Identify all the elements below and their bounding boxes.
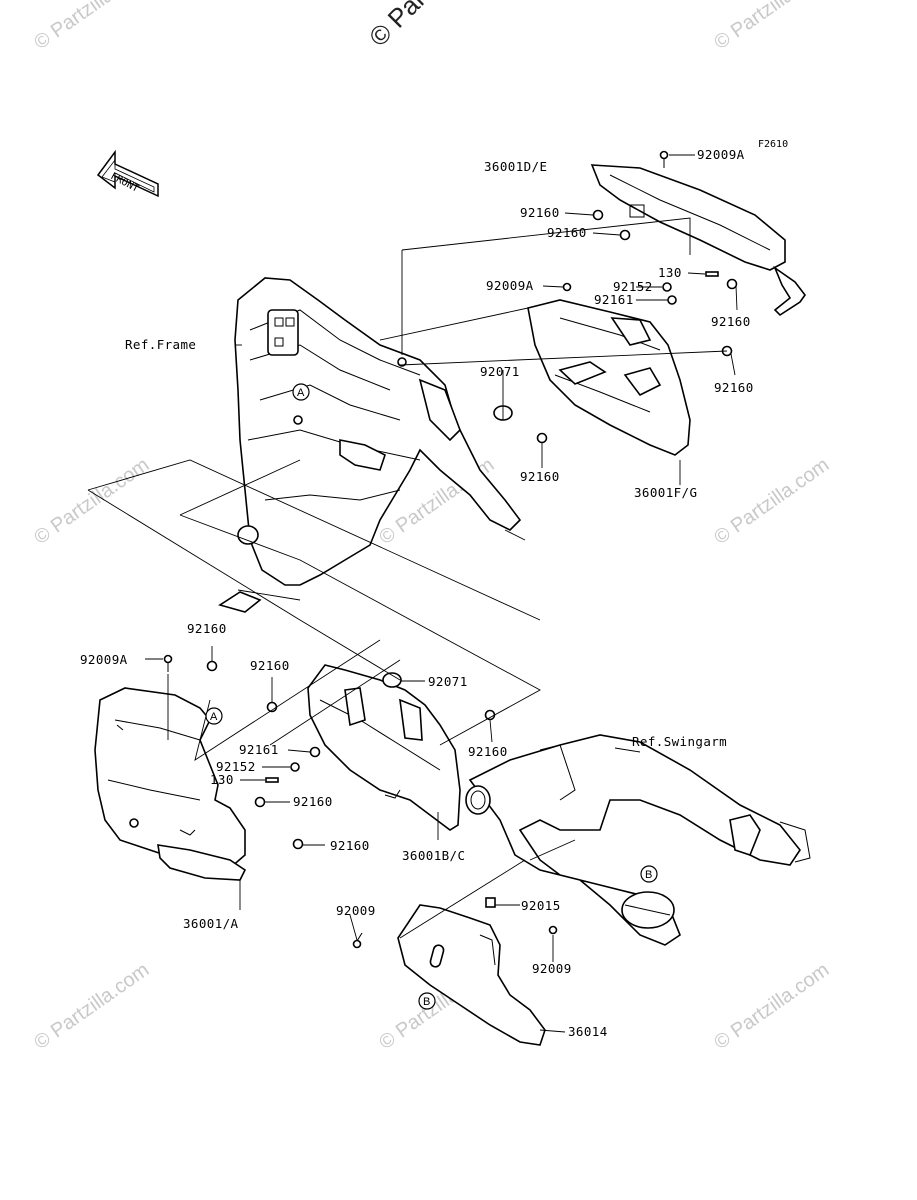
callout-b-label: B	[645, 869, 652, 881]
cover-fg-illustration	[527, 299, 691, 456]
cover-bc-illustration	[307, 664, 461, 831]
bolt-icon	[562, 282, 572, 292]
watermark: © Partzilla.com	[710, 959, 833, 1054]
grommet-icon	[292, 838, 304, 850]
part-label: 92160	[250, 658, 290, 673]
part-label: 92009	[532, 961, 572, 976]
part-label: 92160	[520, 205, 560, 220]
part-label: 92160	[330, 838, 370, 853]
bolt-icon	[548, 925, 558, 935]
grommet-icon	[592, 209, 604, 221]
callout-b-left: B	[418, 992, 436, 1010]
assembly-lines	[87, 217, 728, 939]
part-label: 36014	[568, 1024, 608, 1039]
grommet-icon	[536, 432, 548, 444]
cover-14-illustration	[397, 904, 546, 1046]
part-label: 36001B/C	[402, 848, 465, 863]
part-label: 92160	[468, 744, 508, 759]
nut-icon	[662, 282, 672, 292]
collar-icon	[382, 672, 402, 688]
leader-lines	[145, 154, 738, 1033]
figure-code: F2610	[758, 139, 788, 150]
part-label: 36001D/E	[484, 159, 547, 174]
part-label: 92160	[714, 380, 754, 395]
part-label: 92160	[187, 621, 227, 636]
part-label: 92015	[521, 898, 561, 913]
watermark: © Partzilla.com	[30, 0, 153, 54]
front-arrow-icon: FRONT	[96, 149, 159, 198]
clip-icon	[485, 897, 496, 908]
callout-a-label: A	[297, 387, 305, 399]
watermark-top: © Partz	[363, 0, 446, 52]
cover-a-illustration	[94, 687, 247, 881]
cover-de-illustration	[590, 164, 806, 317]
part-label: 92071	[480, 364, 520, 379]
part-label: 130	[210, 772, 234, 787]
watermark: © Partzilla.com	[710, 0, 833, 54]
swingarm-illustration	[465, 734, 811, 946]
ref-swingarm-label: Ref.Swingarm	[632, 734, 727, 749]
grommet-icon	[484, 709, 496, 721]
part-label: 92161	[594, 292, 634, 307]
part-label: 92160	[293, 794, 333, 809]
callout-a-label: A	[210, 711, 218, 723]
callout-b-right: B	[640, 865, 658, 883]
grommet-icon	[726, 278, 738, 290]
frame-illustration	[218, 277, 522, 613]
callout-a-bottom: A	[205, 707, 223, 725]
part-label: 92009	[336, 903, 376, 918]
part-label: 36001/A	[183, 916, 239, 931]
part-label: 92160	[547, 225, 587, 240]
bolt-icon	[352, 939, 362, 949]
grommet-icon	[254, 796, 266, 808]
part-label: 92009A	[486, 278, 534, 293]
part-label: 36001F/G	[634, 485, 697, 500]
screw-icon	[265, 777, 279, 783]
watermark: © Partzilla.com	[710, 454, 833, 549]
part-label: 92152	[216, 759, 256, 774]
hardware-icons	[163, 150, 738, 949]
callout-b-label: B	[423, 996, 430, 1008]
ref-frame-label: Ref.Frame	[125, 337, 196, 352]
nut-icon	[290, 762, 300, 772]
watermark: © Partzilla.com	[30, 959, 153, 1054]
callout-a-top: A	[292, 383, 310, 401]
part-label: 92009A	[697, 147, 745, 162]
part-label: 92009A	[80, 652, 128, 667]
screw-icon	[705, 271, 719, 277]
part-labels: 92009A 36001D/E 92160 92160 130 92009A 9…	[80, 147, 754, 1039]
bolt-icon	[163, 654, 173, 664]
part-label: 130	[658, 265, 682, 280]
part-label: 92071	[428, 674, 468, 689]
part-label: 92160	[520, 469, 560, 484]
part-label: 92152	[613, 279, 653, 294]
grommet-icon	[619, 229, 631, 241]
bolt-icon	[659, 150, 669, 160]
part-label: 92161	[239, 742, 279, 757]
part-label: 92160	[711, 314, 751, 329]
washer-icon	[309, 746, 321, 758]
grommet-icon	[206, 660, 218, 672]
washer-icon	[667, 295, 677, 305]
watermark: © Partzilla.com	[30, 454, 153, 549]
